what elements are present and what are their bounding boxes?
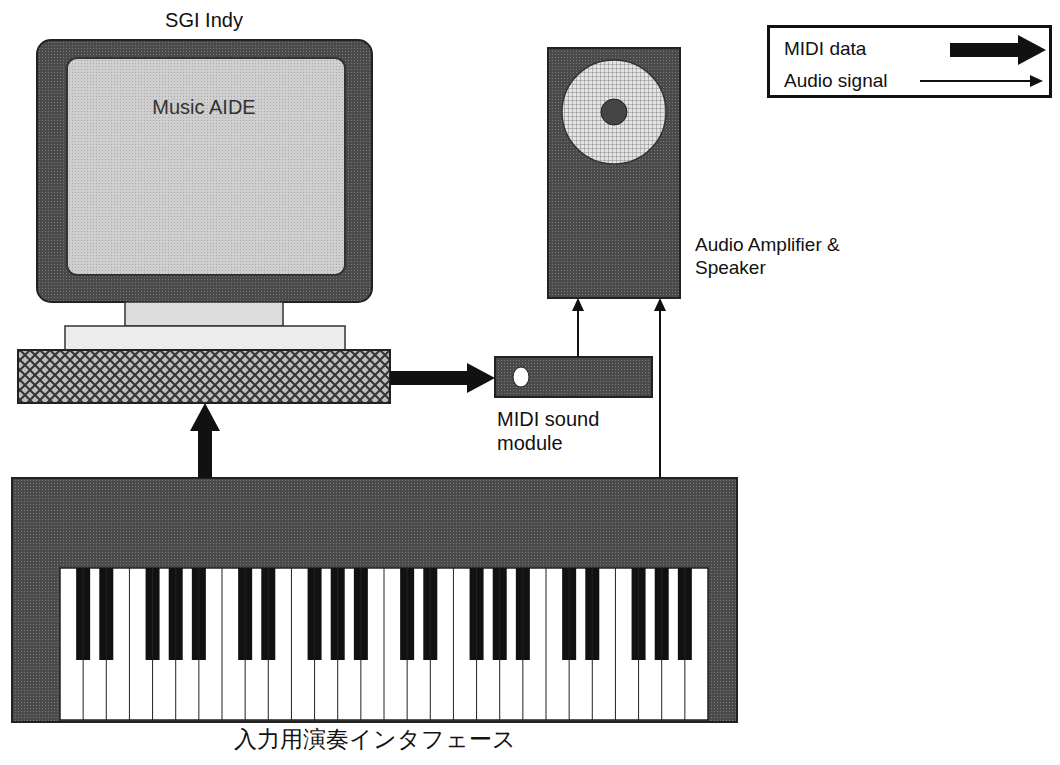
key-divider (684, 568, 685, 720)
key-divider (476, 568, 477, 720)
computer-unit (18, 350, 390, 403)
key-divider (661, 568, 662, 720)
key-divider (222, 568, 223, 720)
audio-signal-sample (920, 75, 1043, 87)
key-divider (152, 568, 153, 720)
sound-module-body (495, 357, 652, 397)
midi-data-arrow (390, 363, 495, 393)
key-divider (291, 568, 292, 720)
key-divider (245, 568, 246, 720)
key-divider (453, 568, 454, 720)
monitor-base (65, 326, 345, 350)
key-divider (360, 568, 361, 720)
monitor-frame (37, 40, 372, 302)
keyboard-drawing (12, 478, 737, 722)
screen-label: Music AIDE (18, 95, 390, 119)
workstation-drawing (18, 40, 390, 403)
speaker-label: Audio Amplifier & Speaker (695, 234, 860, 280)
key-divider (615, 568, 616, 720)
key-divider (430, 568, 431, 720)
key-divider (106, 568, 107, 720)
audio-signal-arrow (572, 298, 584, 357)
key-divider (569, 568, 570, 720)
workstation-node: SGI IndyMusic AIDE (18, 40, 390, 403)
speaker-cabinet (548, 48, 680, 298)
key-divider (592, 568, 593, 720)
key-divider (175, 568, 176, 720)
module-label: MIDI sound module (497, 407, 647, 455)
sound-module-node: MIDI sound module (495, 357, 652, 397)
legend-text: MIDI data (784, 38, 866, 61)
device-title: SGI Indy (18, 8, 390, 32)
monitor-screen (67, 58, 345, 275)
key-divider (546, 568, 547, 720)
sound-module-drawing (495, 357, 652, 397)
speaker-center (601, 99, 627, 125)
key-divider (268, 568, 269, 720)
speaker-cone (562, 60, 666, 164)
midi-data-sample (950, 35, 1046, 65)
legend-text: Audio signal (784, 70, 888, 93)
legend-box: MIDI dataAudio signal (767, 25, 1052, 98)
key-divider (384, 568, 385, 720)
key-divider (129, 568, 130, 720)
midi-data-arrow (190, 403, 220, 478)
monitor-stand (125, 302, 283, 326)
key-divider (407, 568, 408, 720)
audio-signal-arrow (654, 298, 666, 478)
key-divider (314, 568, 315, 720)
key-divider (198, 568, 199, 720)
keyboard-node: 入力用演奏インタフェース (12, 478, 737, 722)
keyboard-label: 入力用演奏インタフェース (12, 726, 737, 754)
keyboard-body (12, 478, 737, 722)
key-divider (522, 568, 523, 720)
speaker-node: Audio Amplifier & Speaker (548, 48, 680, 298)
module-knob (513, 367, 529, 387)
key-divider (499, 568, 500, 720)
key-divider (638, 568, 639, 720)
key-divider (83, 568, 84, 720)
keyboard-keys (60, 568, 708, 720)
speaker-drawing (548, 48, 680, 298)
key-divider (337, 568, 338, 720)
